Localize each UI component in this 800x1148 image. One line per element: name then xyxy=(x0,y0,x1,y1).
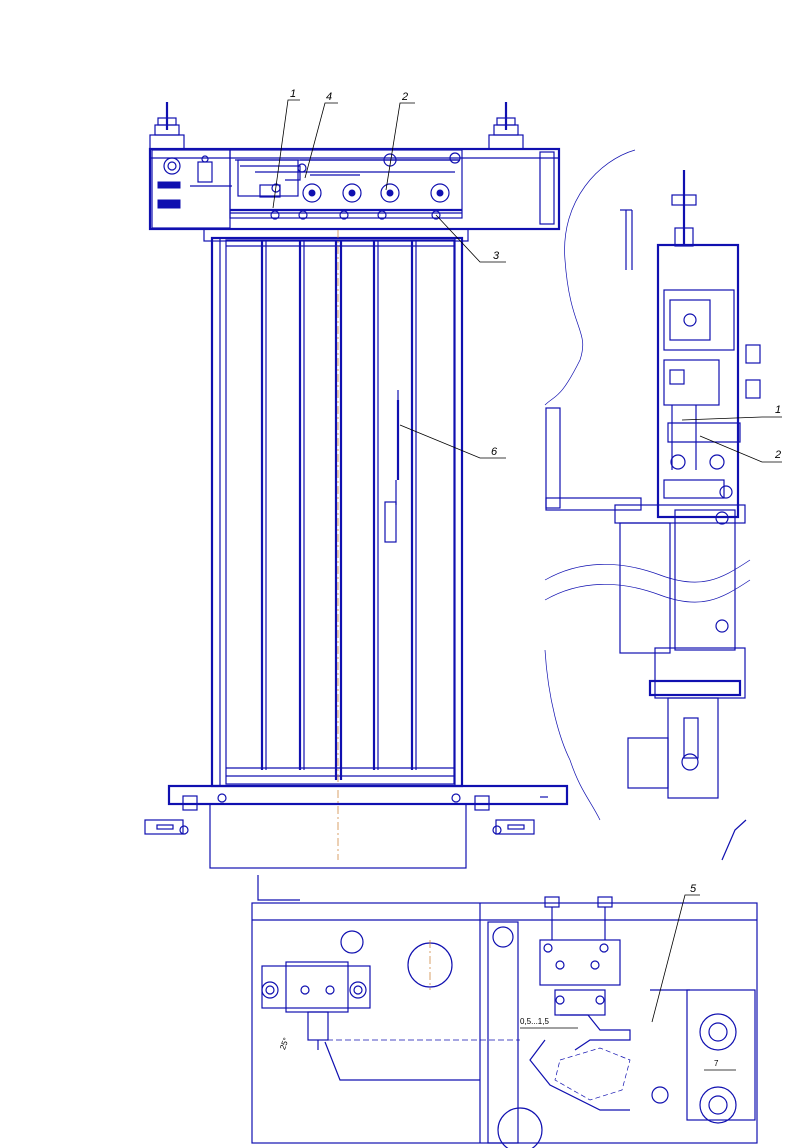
detail-callout-5-label: 5 xyxy=(690,883,697,895)
front-callouts: 1 4 2 3 6 xyxy=(272,88,506,459)
side-callout-1-label: 1 xyxy=(775,404,781,416)
clearance-dimension: 7 xyxy=(714,1059,719,1068)
angle-dimension: 25° xyxy=(278,1036,291,1050)
door-operator-header: ПЛЗ xyxy=(148,147,561,231)
door-frame xyxy=(203,228,469,860)
callout-4-label: 4 xyxy=(326,91,332,103)
front-view: ПЛЗ xyxy=(144,88,569,869)
top-right-bolt xyxy=(488,102,524,150)
maker-stamp: ПЛЗ xyxy=(159,181,176,189)
callout-2-label: 2 xyxy=(401,91,408,103)
callout-1-label: 1 xyxy=(290,88,296,100)
top-left-bolt xyxy=(149,102,185,150)
door-sill xyxy=(144,784,569,869)
side-callout-2-label: 2 xyxy=(774,449,781,461)
side-view: 1 2 xyxy=(544,149,782,861)
callout-6-label: 6 xyxy=(491,446,498,458)
callout-3-label: 3 xyxy=(493,250,500,262)
gap-dimension: 0,5...1,5 xyxy=(520,1017,549,1026)
detail-view: 25° 0,5...1,5 7 5 xyxy=(251,875,758,1148)
